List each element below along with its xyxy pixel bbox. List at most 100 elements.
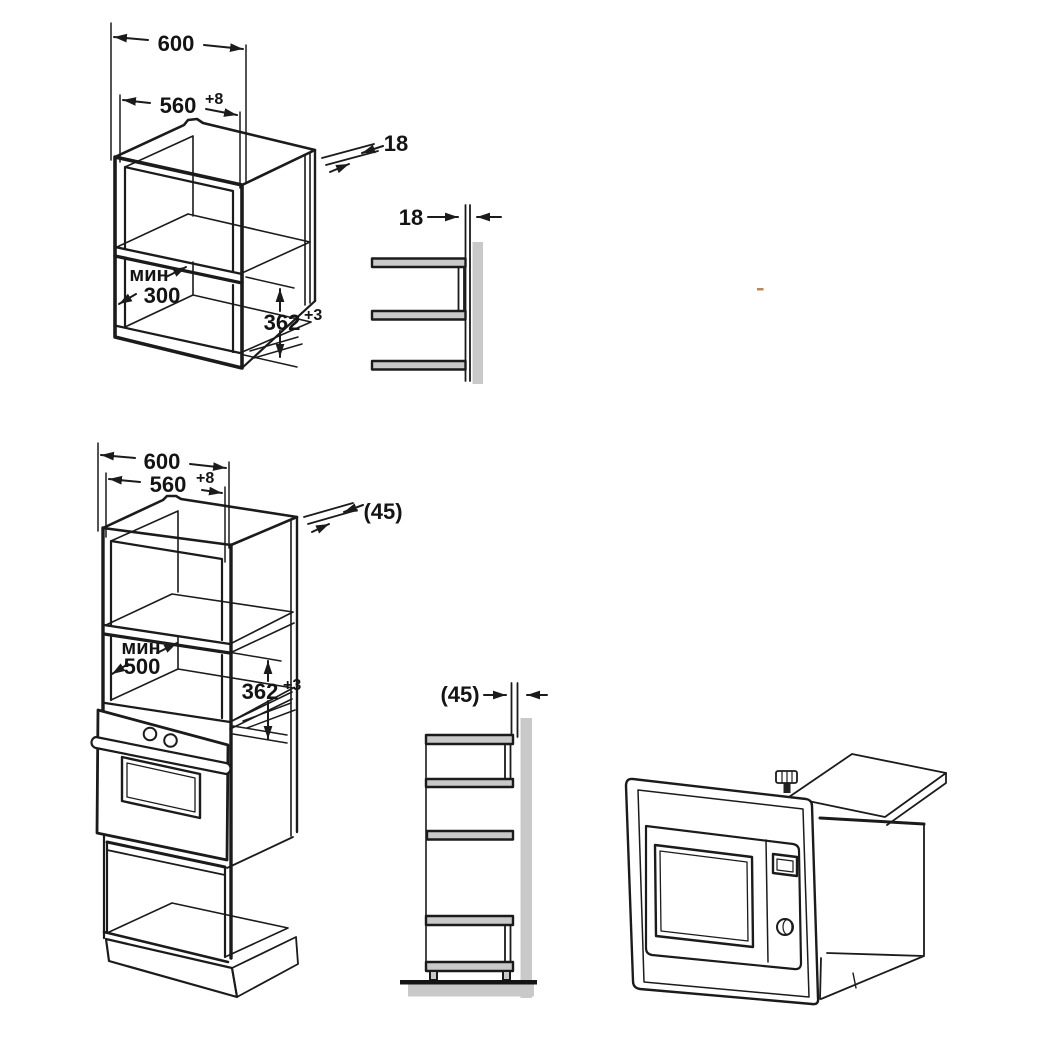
arrow-right: [201, 486, 223, 496]
thumbscrew-stem: [783, 783, 791, 793]
floor-line: [400, 980, 537, 985]
display-window-inner: [776, 858, 794, 873]
dim-600-top-cabinet: 600: [110, 22, 247, 184]
cabinet-top-face: [113, 117, 317, 187]
arrow-right: [205, 108, 238, 117]
arrow-left: [100, 451, 136, 461]
dim-label-560-tolerance: +8: [205, 91, 223, 108]
oven-handle: [90, 735, 232, 776]
door-window-inner: [659, 850, 749, 942]
niche-interior: [124, 261, 312, 354]
dim-560-top-cabinet: 560 +8: [119, 91, 241, 189]
cabinet-top-face: [101, 494, 299, 547]
dim-label-600: 600: [158, 31, 195, 56]
arrow-depth-out: [118, 293, 137, 305]
plinth-leg-right: [502, 970, 511, 981]
lower-compartment-interior: [106, 902, 289, 958]
dim-label-45: (45): [363, 499, 402, 524]
arrow-right: [189, 462, 227, 471]
extension-lines: [97, 442, 230, 549]
wall-panel: [472, 242, 483, 384]
lower-compartment-opening: [102, 834, 227, 959]
dim-min-500: мин 500: [111, 637, 178, 679]
front-trim-lines: [510, 682, 519, 738]
niche-back-spacer: [504, 743, 512, 780]
reference-lines: [243, 276, 303, 368]
shelf-profile-bottom: [370, 359, 467, 371]
thumbscrew-knurling: [781, 771, 793, 783]
extension-lines: [105, 472, 226, 563]
shelf-profile-top: [370, 257, 467, 269]
arrow-upper: [343, 503, 364, 513]
dim-label-362: 362: [242, 679, 279, 704]
dim-362-top-cabinet: 362 +3: [243, 276, 322, 368]
dim-45-side-view: (45): [440, 682, 548, 707]
dim-min-300: мин 300: [118, 264, 187, 308]
dim-label-18: 18: [384, 131, 408, 156]
dim-label-560: 560: [150, 472, 187, 497]
control-knob-highlight: [782, 918, 793, 936]
shelf1-front-edge: [102, 623, 232, 646]
dim-label-min: мин: [121, 637, 160, 659]
figure-bottom-side-view: (45): [400, 682, 548, 998]
dim-label-18: 18: [399, 205, 423, 230]
front-panel-lines: [464, 204, 471, 382]
extension-lines: [119, 94, 241, 189]
arrow-lower: [311, 523, 330, 534]
door-window: [653, 843, 755, 949]
dim-label-560-tolerance: +8: [196, 470, 214, 487]
arrow-left: [113, 33, 149, 43]
bottom-box-bottom-panel: [424, 960, 515, 973]
dim-18-top-cabinet: 18: [321, 131, 408, 174]
niche-bottom-panel: [424, 777, 515, 789]
middle-shelf-panel: [425, 829, 515, 841]
niche-opening: [123, 256, 235, 354]
niche-floor-edge: [115, 324, 242, 355]
lower-compartment-top-edge: [105, 840, 227, 869]
upper-compartment-interior: [116, 135, 311, 274]
figure-tall-cabinet: 600 560 +8 (45) мин 500 362: [90, 442, 403, 999]
control-knob: [776, 918, 794, 936]
upper-compartment-opening: [123, 165, 235, 273]
dim-label-362: 362: [264, 310, 301, 335]
oven-window: [120, 755, 202, 820]
arrow-lower: [329, 163, 350, 174]
extension-lines: [110, 22, 247, 184]
dim-362-tall-cabinet: 362 +3: [227, 651, 301, 744]
trim-frame-outer: [624, 777, 820, 1006]
trim-frame-inner: [637, 789, 810, 998]
dim-label-300: 300: [144, 283, 181, 308]
control-panel-divider: [765, 839, 769, 963]
niche-top-panel: [424, 733, 515, 746]
dim-label-600: 600: [144, 449, 181, 474]
dim-45-tall-cabinet: (45): [303, 499, 403, 534]
stray-mark: [757, 288, 764, 291]
bottom-box-back-spacer: [504, 924, 512, 963]
dim-560-tall-cabinet: 560 +8: [105, 470, 226, 563]
niche-opening: [109, 635, 224, 720]
dim-label-362-tolerance: +3: [304, 307, 322, 324]
dim-18-side-view: 18: [399, 205, 502, 230]
microwave-body-right-side: [819, 823, 925, 1000]
oven-knob-right: [163, 733, 178, 748]
oven-window-inner: [126, 762, 196, 813]
shelf-front-edge: [113, 245, 244, 276]
niche-interior: [110, 636, 294, 723]
dim-label-min: мин: [129, 264, 168, 286]
arrow-right: [203, 43, 244, 53]
dim-label-362-tolerance: +3: [283, 677, 301, 694]
figure-microwave-unit: [624, 753, 947, 1006]
oven-front-face: [95, 708, 230, 862]
niche-back-spacer: [457, 266, 465, 312]
dim-label-45: (45): [440, 682, 479, 707]
figure-top-side-view: 18: [370, 204, 502, 384]
figure-top-cabinet: 600 560 +8 18 мин 300 362: [110, 22, 408, 370]
arrow-depth-in: [156, 642, 178, 654]
arrow-depth-out: [111, 663, 129, 675]
arrow-depth-in: [165, 266, 187, 278]
oven-knob-left: [142, 726, 158, 742]
shelf-profile-middle: [370, 309, 467, 321]
microwave-body-front-top-edge: [818, 816, 926, 826]
cabinet-back-edge-inner: [304, 152, 311, 306]
